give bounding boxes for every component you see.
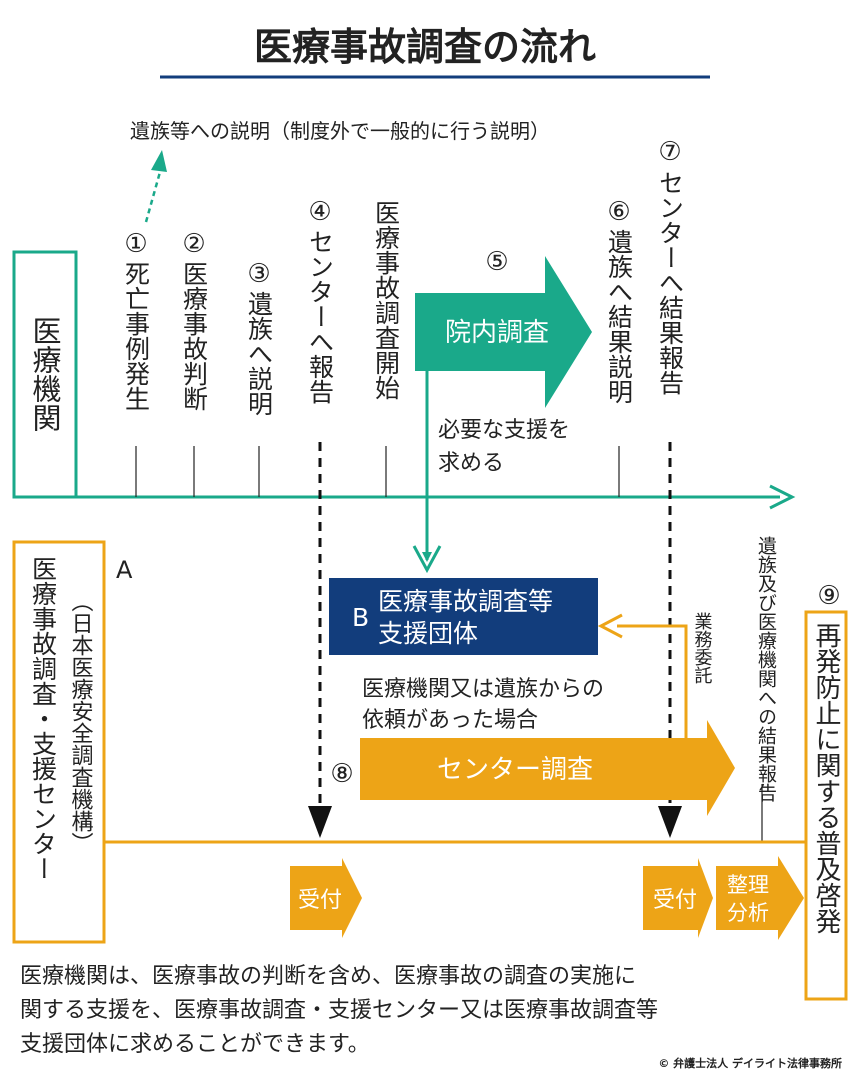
report-to-center-arrowhead [308, 806, 332, 838]
support-org-line1: 医療事故調査等 [378, 587, 553, 616]
center-box [12, 540, 106, 944]
center-sub-label: （日本医療安全調査機構） [68, 590, 94, 854]
step4-label: センターへ報告 [306, 229, 335, 404]
top-note: 遺族等への説明（制度外で一般的に行う説明） [130, 119, 550, 143]
support-org-line2: 支援団体 [378, 619, 478, 648]
prevention-box [804, 610, 848, 1001]
investigation-start-label: 医療事故調査開始 [372, 200, 401, 400]
step2-label: 医療事故判断 [180, 261, 209, 411]
dashed-arrow-head [151, 150, 167, 172]
result-report-label: 遺族及び医療機関への結果報告 [755, 536, 777, 802]
center-investigation-label: センター調査 [437, 755, 593, 785]
center-letter: A [116, 556, 133, 584]
reception1-label: 受付 [298, 888, 342, 913]
footer-line1: 医療機関は、医療事故の判断を含め、医療事故の調査の実施に [20, 964, 636, 989]
in-hospital-investigation-label: 院内調査 [445, 318, 549, 348]
step1-label: 死亡事例発生 [122, 261, 151, 411]
medical-institution-label: 医療機関 [28, 316, 62, 432]
outsourcing-label: 業務委託 [692, 612, 713, 684]
request-note-line2: 依頼があった場合 [362, 708, 538, 733]
step7-number: ⑦ [658, 137, 681, 167]
analysis-line1: 整理 [727, 873, 769, 897]
support-org-letter: B [352, 603, 369, 632]
step4-number: ④ [308, 197, 331, 227]
footer-line2: 関する支援を、医療事故調査・支援センター又は医療事故調査等 [20, 998, 658, 1023]
medical-institution-box [12, 250, 78, 499]
outsourcing-arrowhead [597, 613, 623, 639]
center-name-label: 医療事故調査・支援センター [29, 556, 58, 881]
prevention-label: 再発防止に関する普及啓発 [811, 622, 841, 934]
step7-label: センターへ結果報告 [656, 170, 685, 395]
outsourcing-arrow [617, 624, 688, 738]
dashed-arrow-to-note [144, 171, 162, 223]
step6-label: 遺族へ結果説明 [605, 229, 634, 404]
copyright: © 弁護士法人 デイライト法律事務所 [658, 1056, 842, 1070]
institution-timeline-arrowhead [769, 484, 796, 510]
request-note-line1: 医療機関又は遺族からの [362, 677, 604, 702]
step5-number: ⑤ [485, 247, 508, 277]
analysis-arrow [716, 856, 804, 940]
reception2-label: 受付 [653, 888, 697, 913]
center-investigation-number: ⑧ [330, 759, 353, 789]
step2-number: ② [182, 229, 205, 259]
step6-number: ⑥ [607, 197, 630, 227]
page-title: 医療事故調査の流れ [254, 25, 596, 69]
step3-number: ③ [247, 259, 270, 289]
support-org-box [329, 578, 598, 655]
result-report-arrowhead [658, 806, 682, 838]
support-request-line1: 必要な支援を [438, 418, 570, 443]
prevention-number: ⑨ [817, 581, 840, 611]
step3-label: 遺族へ説明 [245, 291, 274, 416]
step1-number: ① [124, 229, 147, 259]
support-request-arrowhead [412, 545, 442, 574]
analysis-line2: 分析 [727, 901, 769, 925]
in-hospital-investigation-arrow [415, 256, 592, 408]
center-investigation-arrow [360, 720, 735, 816]
footer-line3: 支援団体に求めることができます。 [20, 1032, 370, 1057]
support-request-line2: 求める [438, 451, 504, 476]
reception1-arrow [290, 858, 362, 938]
reception2-arrow [643, 858, 713, 938]
